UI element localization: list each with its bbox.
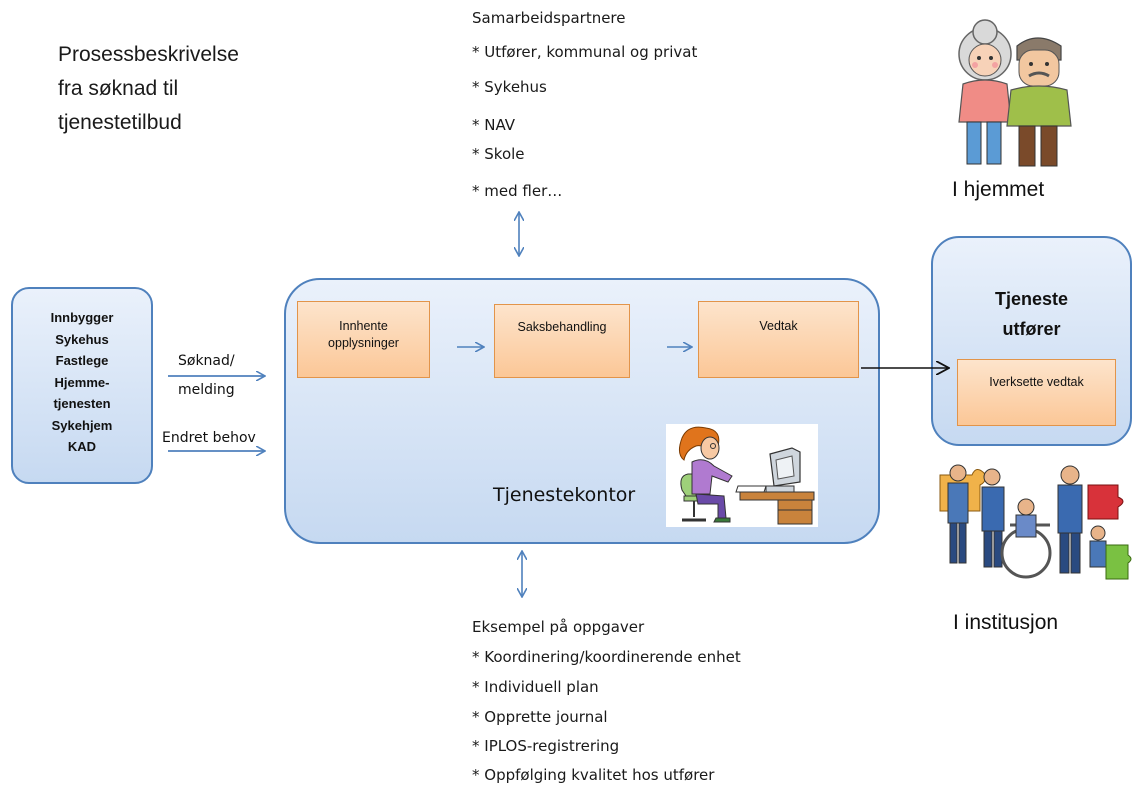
step-label: Iverksette vedtak [989,375,1084,389]
office-worker-illustration [666,424,818,527]
task-item: * Individuell plan [472,678,599,696]
task-item: * Oppfølging kvalitet hos utfører [472,766,715,784]
source-item: KAD [67,439,97,454]
institution-label: I institusjon [953,611,1059,634]
source-item: Innbygger [50,310,114,325]
source-panel: Innbygger Sykehus Fastlege Hjemme- tjene… [11,287,153,484]
task-item: * Opprette journal [472,708,608,726]
care-staff-icon [939,464,1132,580]
step-label: Saksbehandling [517,320,607,334]
step-decision: Vedtak [698,301,859,378]
source-item: Sykehus [55,331,109,347]
source-item: Hjemme- [54,374,110,390]
partner-item: * Skole [472,145,525,163]
partner-item: * NAV [472,116,516,134]
office-label: Tjenestekontor [493,484,636,506]
elderly-couple-icon [958,19,1072,167]
application-label-2: melding [178,382,235,398]
partners-heading: Samarbeidspartnere [472,9,626,27]
title-line-1: Prosessbeskrivelse [58,43,239,66]
step-collect-info: Innhente opplysninger [297,301,430,378]
partner-item: * med fler… [472,182,563,200]
task-item: * Koordinering/koordinerende enhet [472,648,741,666]
partner-item: * Utfører, kommunal og privat [472,43,698,61]
task-item: * IPLOS-registrering [472,737,620,755]
tasks-list: Eksempel på oppgaver * Koordinering/koor… [472,617,812,787]
partners-list: Samarbeidspartnere * Utfører, kommunal o… [472,8,772,208]
provider-heading: Tjeneste utfører [931,284,1132,344]
step-implement-decision: Iverksette vedtak [957,359,1116,426]
title-line-3: tjenestetilbud [58,111,182,134]
tasks-heading: Eksempel på oppgaver [472,618,645,636]
source-item: Sykehjem [51,417,113,433]
step-label: Innhente [339,319,388,333]
step-case-handling: Saksbehandling [494,304,630,378]
application-label-1: Søknad/ [178,353,235,369]
office-worker-icon [678,426,815,525]
home-label: I hjemmet [952,178,1045,201]
source-item: tjenesten [53,396,111,411]
elderly-couple-illustration [945,10,1083,170]
institution-illustration [930,455,1133,590]
provider-heading-line-1: Tjeneste [994,289,1069,309]
changed-need-label: Endret behov [162,430,256,446]
step-label: opplysninger [328,336,399,350]
title-line-2: fra søknad til [58,77,179,100]
step-label: Vedtak [759,319,798,333]
partner-item: * Sykehus [472,78,547,96]
page-title: Prosessbeskrivelse fra søknad til tjenes… [58,38,239,140]
provider-heading-line-2: utfører [1002,319,1061,339]
source-item: Fastlege [55,353,109,368]
